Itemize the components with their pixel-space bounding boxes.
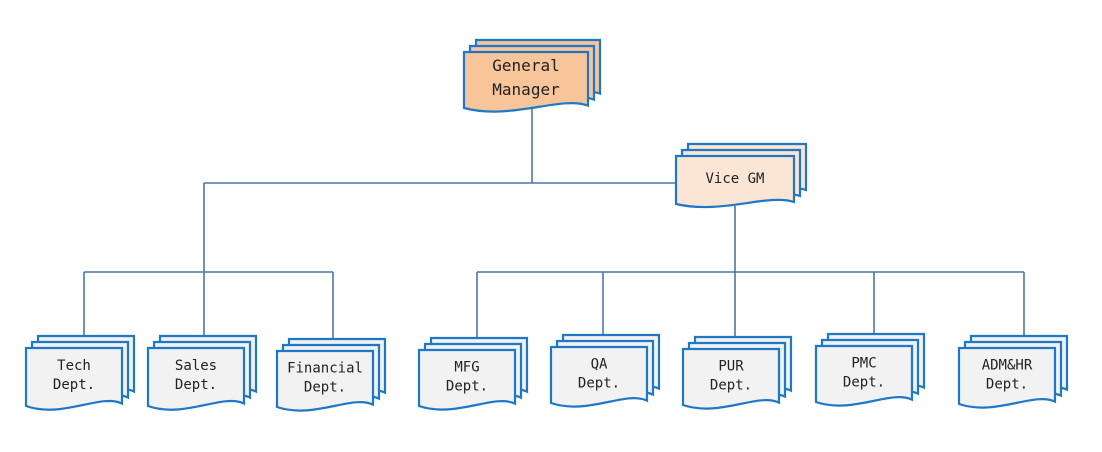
connectors	[83, 108, 1025, 343]
node-pmc-label-2: Dept.	[843, 374, 885, 390]
node-fin-label-2: Dept.	[304, 379, 346, 395]
node-gm-label-1: General	[492, 56, 559, 75]
node-admhr-sheet-3	[957, 346, 1057, 409]
node-admhr-label-1: ADM&HR	[982, 357, 1033, 373]
node-qa-sheet-3	[549, 345, 649, 408]
node-vgm-sheet-3	[674, 154, 796, 209]
node-qa-label-1: QA	[591, 356, 608, 372]
node-pur-label-2: Dept.	[710, 377, 752, 393]
node-fin-label-1: Financial	[287, 360, 363, 376]
node-tech-sheet-3	[24, 346, 124, 411]
node-qa: QA Dept.	[549, 333, 661, 408]
node-gm-sheet-3	[462, 50, 590, 113]
node-sales-label-2: Dept.	[175, 377, 217, 393]
node-sales-label-1: Sales	[175, 358, 217, 374]
node-pur: PUR Dept.	[681, 335, 793, 410]
node-admhr-label-2: Dept.	[986, 376, 1028, 392]
node-mfg-sheet-3	[417, 348, 517, 411]
node-mfg-label-2: Dept.	[446, 378, 488, 394]
node-pmc: PMC Dept.	[814, 332, 926, 407]
node-tech-label-2: Dept.	[53, 377, 95, 393]
node-qa-label-2: Dept.	[578, 375, 620, 391]
node-pmc-label-1: PMC	[851, 355, 876, 371]
node-pmc-sheet-3	[814, 344, 914, 407]
node-sales-sheet-3	[146, 346, 246, 411]
node-pur-label-1: PUR	[718, 358, 744, 374]
node-pur-sheet-3	[681, 347, 781, 410]
node-mfg: MFG Dept.	[417, 336, 529, 411]
node-vgm-label-1: Vice GM	[705, 171, 764, 187]
node-vgm: Vice GM	[674, 142, 808, 209]
node-gm-label-2: Manager	[492, 80, 560, 99]
node-mfg-label-1: MFG	[454, 359, 479, 375]
node-tech-label-1: Tech	[57, 358, 91, 374]
node-admhr: ADM&HR Dept.	[957, 334, 1069, 409]
node-fin-sheet-3	[275, 349, 375, 412]
